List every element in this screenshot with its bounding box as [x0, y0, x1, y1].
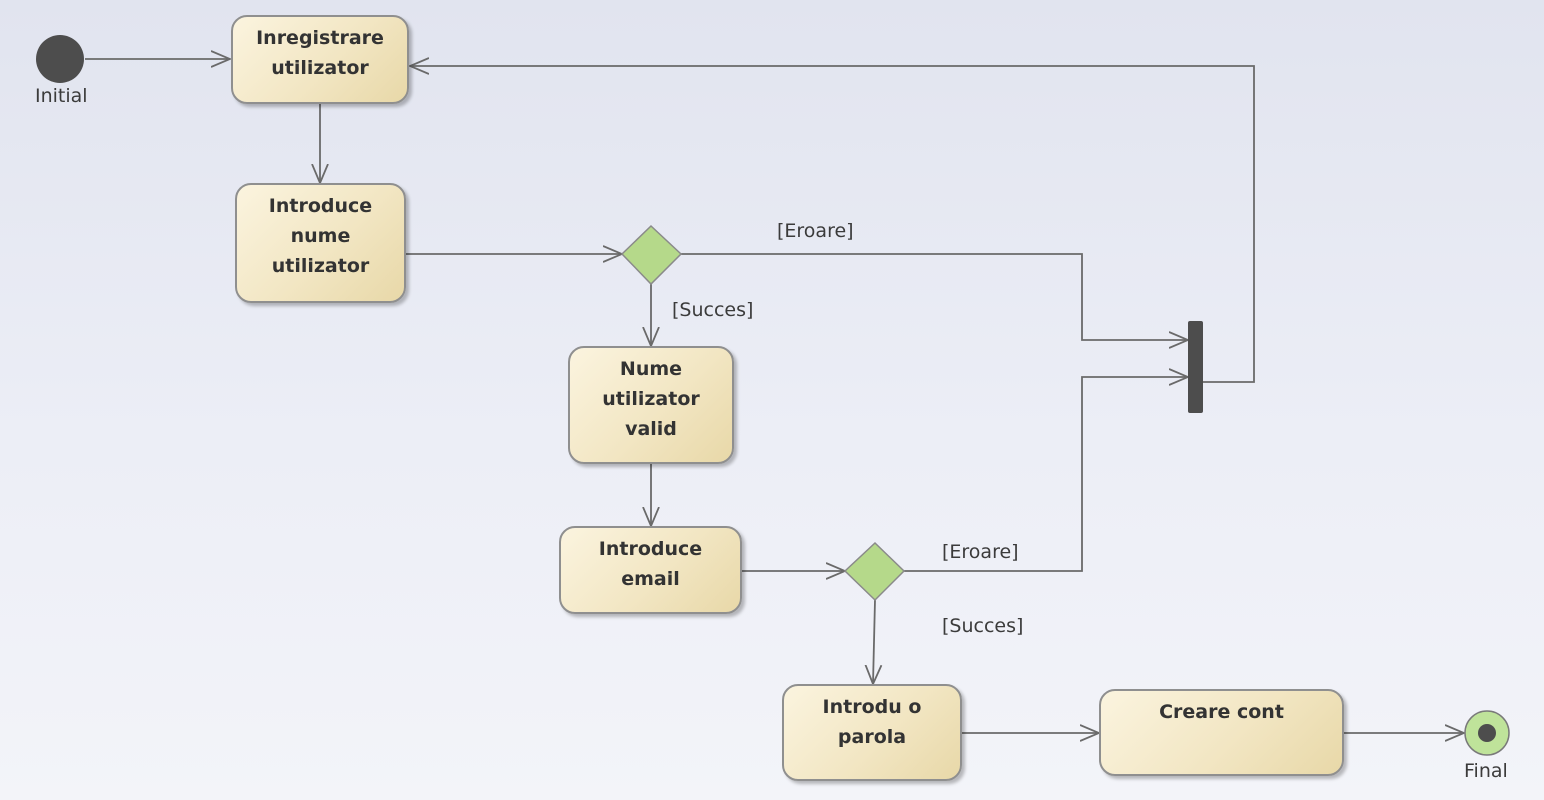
edge-join-to-inregistrare — [410, 66, 1255, 383]
final-node-label: Final — [1464, 760, 1508, 782]
activity-introduce-nume-utilizator[interactable]: Introduce nume utilizator — [235, 183, 406, 303]
edge-decision-2-eroare — [904, 377, 1188, 572]
final-node-core — [1478, 724, 1496, 742]
activity-introduce-email[interactable]: Introduce email — [559, 526, 742, 614]
initial-node[interactable] — [36, 35, 84, 83]
activity-label: Nume utilizator valid — [602, 358, 700, 440]
edge-decision-1-eroare — [681, 253, 1188, 340]
edge-decision-2-succes — [873, 599, 875, 684]
activity-label: Inregistrare utilizator — [256, 27, 384, 79]
activity-label: Creare cont — [1159, 701, 1284, 723]
guard-succes-label: [Succes] — [672, 299, 754, 321]
activity-nume-utilizator-valid[interactable]: Nume utilizator valid — [568, 346, 734, 464]
decision-node-email[interactable] — [843, 541, 906, 602]
join-bar[interactable] — [1188, 321, 1203, 413]
guard-eroare-label-2: [Eroare] — [942, 541, 1019, 563]
activity-label: Introduce nume utilizator — [268, 195, 373, 277]
guard-eroare-label: [Eroare] — [777, 220, 854, 242]
activity-inregistrare-utilizator[interactable]: Inregistrare utilizator — [231, 15, 409, 104]
decision-node-nume[interactable] — [620, 224, 683, 286]
guard-succes-label-2: [Succes] — [942, 615, 1024, 637]
activity-label: Introduce email — [598, 538, 703, 590]
activity-label: Introdu o parola — [822, 696, 922, 748]
activity-creare-cont[interactable]: Creare cont — [1099, 689, 1344, 776]
activity-introdu-o-parola[interactable]: Introdu o parola — [782, 684, 962, 781]
initial-node-label: Initial — [35, 85, 88, 107]
